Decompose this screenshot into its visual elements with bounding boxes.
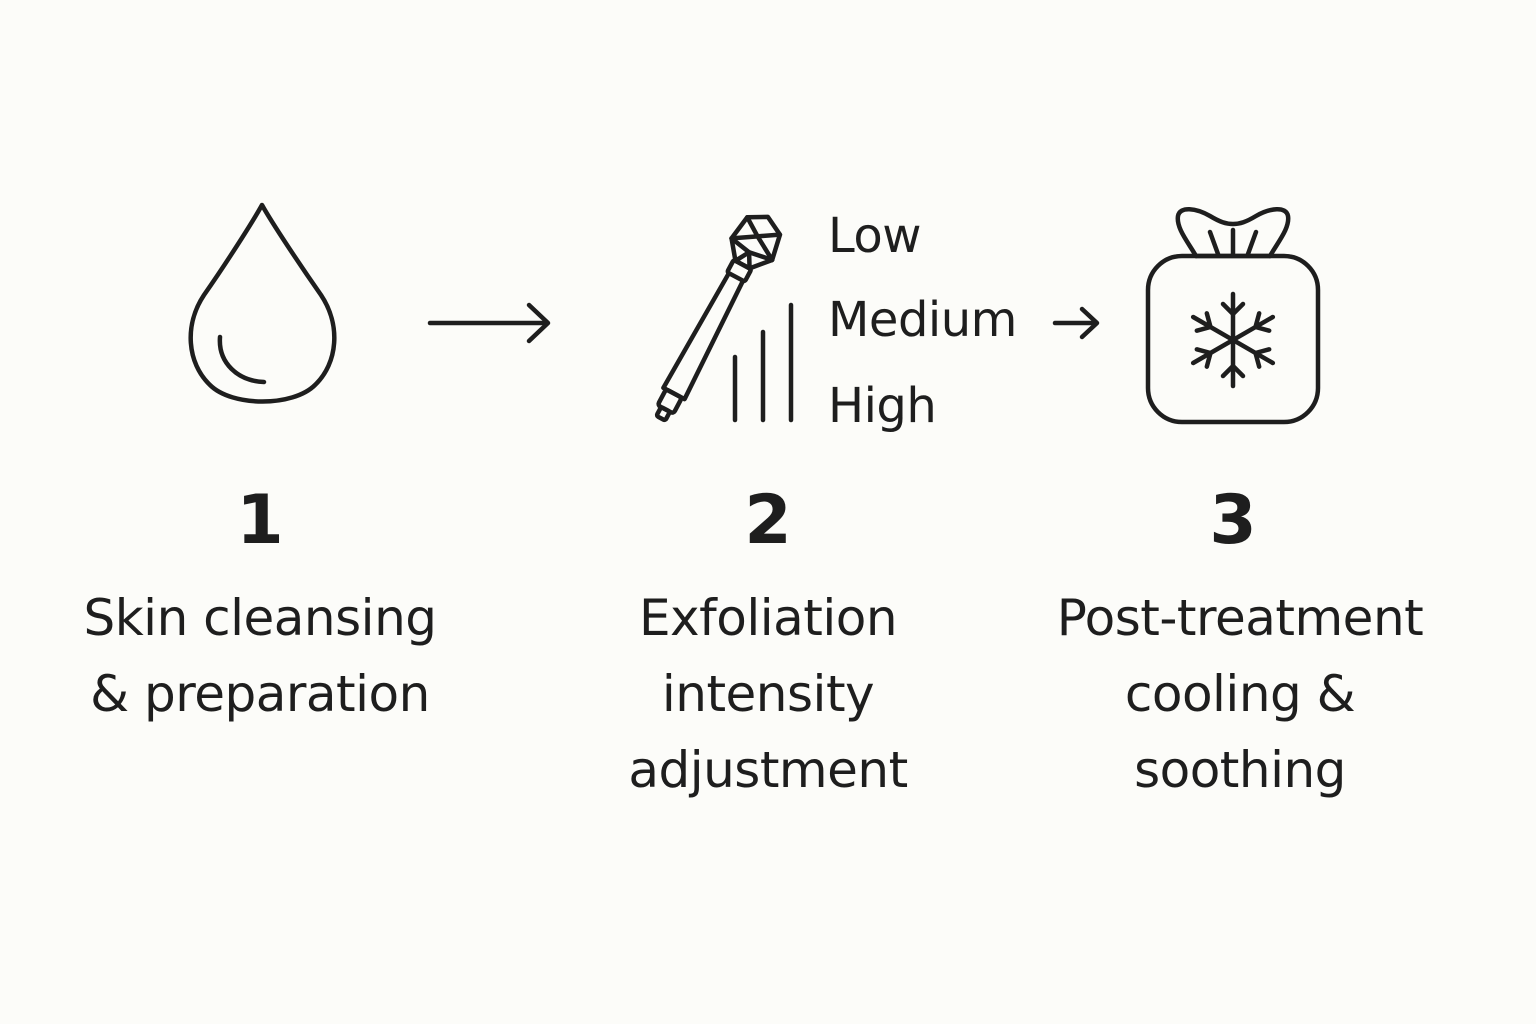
step-2-label-line: adjustment xyxy=(628,741,908,799)
level-low-label: Low xyxy=(828,208,922,264)
step-3-label: Post-treatment cooling & soothing xyxy=(1005,580,1475,808)
microdermabrasion-wand-icon xyxy=(654,214,783,423)
level-medium-label: Medium xyxy=(828,292,1017,348)
step-1-number: 1 xyxy=(236,481,284,560)
step-2-label-line: intensity xyxy=(661,665,875,723)
step-1-label: Skin cleansing & preparation xyxy=(30,580,490,732)
step-3-label-line: soothing xyxy=(1134,741,1346,799)
arrow-right-icon xyxy=(1052,306,1100,340)
water-drop-icon xyxy=(188,202,337,404)
step-1-label-line: Skin cleansing xyxy=(83,589,437,647)
step-1-label-line: & preparation xyxy=(90,665,430,723)
step-2-number: 2 xyxy=(744,481,792,560)
step-2-label: Exfoliation intensity adjustment xyxy=(538,580,998,808)
step-3-label-line: cooling & xyxy=(1124,665,1356,723)
cold-pack-snowflake-icon xyxy=(1145,207,1321,425)
step-3-label-line: Post-treatment xyxy=(1056,589,1424,647)
step-3-number: 3 xyxy=(1209,481,1257,560)
intensity-bars-icon xyxy=(732,302,794,423)
step-2-label-line: Exfoliation xyxy=(638,589,898,647)
arrow-right-icon xyxy=(427,302,551,344)
level-high-label: High xyxy=(828,378,937,434)
